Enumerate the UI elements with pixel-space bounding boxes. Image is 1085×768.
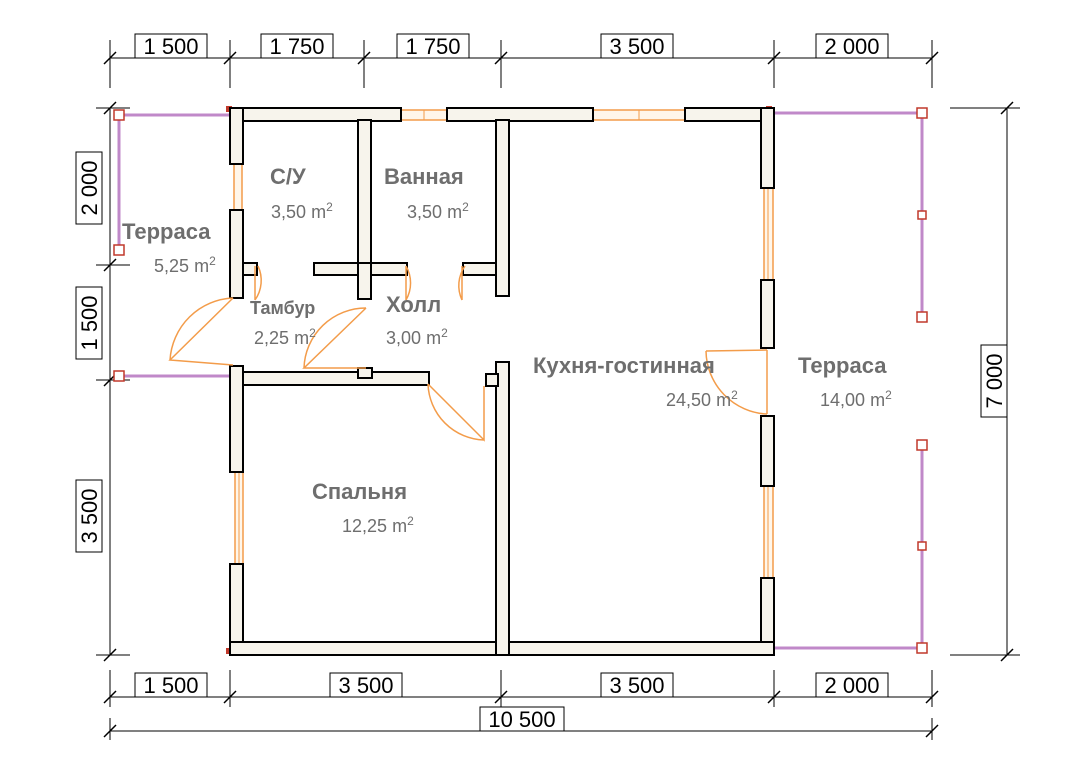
room-hall-area: 3,00 m2 bbox=[386, 326, 448, 348]
dimension-ticks bbox=[103, 51, 1014, 738]
wall-right-1 bbox=[760, 107, 775, 189]
room-terrace-left-name: Терраса bbox=[122, 219, 211, 244]
wall-bedroom-kitchen bbox=[495, 361, 510, 656]
room-hall-name: Холл bbox=[386, 292, 441, 317]
railing-posts bbox=[113, 107, 928, 654]
wall-top-left bbox=[229, 107, 402, 122]
wall-hall-stub bbox=[485, 373, 499, 387]
dimension-label-boxes bbox=[75, 33, 1008, 732]
walls bbox=[229, 107, 775, 656]
door-bath bbox=[405, 265, 412, 301]
room-terrace-right-name: Терраса bbox=[798, 353, 887, 378]
wall-bedroom-top bbox=[242, 371, 430, 386]
wall-bath-kitchen bbox=[495, 119, 510, 297]
dim-total: 10 500 bbox=[488, 707, 555, 732]
dim-left-3: 3 500 bbox=[77, 488, 102, 543]
dim-top-2: 1 750 bbox=[269, 34, 324, 59]
wall-left-3 bbox=[229, 365, 244, 473]
room-bath-area: 3,50 m2 bbox=[407, 200, 469, 222]
wall-left-2 bbox=[229, 209, 244, 299]
dim-right: 7 000 bbox=[982, 353, 1007, 408]
room-terrace-right-area: 14,00 m2 bbox=[820, 388, 892, 410]
door-su bbox=[254, 265, 262, 301]
room-bedroom-name: Спальня bbox=[312, 479, 407, 504]
room-su-area: 3,50 m2 bbox=[271, 200, 333, 222]
room-tambur-area: 2,25 m2 bbox=[254, 326, 316, 348]
room-labels: С/У 3,50 m2 Ванная 3,50 m2 Терраса 5,25 … bbox=[122, 164, 892, 536]
door-tambur-hall bbox=[302, 307, 367, 369]
dim-top-1: 1 500 bbox=[143, 34, 198, 59]
door-entrance bbox=[168, 297, 234, 366]
dim-bottom-4: 2 000 bbox=[824, 673, 879, 698]
wall-su-bath bbox=[357, 119, 372, 277]
wall-left-1 bbox=[229, 107, 244, 165]
dim-bottom-3: 3 500 bbox=[609, 673, 664, 698]
dim-top-4: 3 500 bbox=[609, 34, 664, 59]
door-bath-2 bbox=[458, 265, 466, 301]
room-tambur-name: Тамбур bbox=[250, 298, 315, 318]
room-bedroom-area: 12,25 m2 bbox=[342, 514, 414, 536]
wall-right-2 bbox=[760, 279, 775, 349]
wall-bedroom-top-notch bbox=[357, 367, 373, 379]
room-bath-name: Ванная bbox=[384, 164, 464, 189]
dimension-texts: 1 500 1 750 1 750 3 500 2 000 1 500 3 50… bbox=[77, 34, 1007, 732]
wall-cross-vertical bbox=[357, 262, 372, 300]
doors bbox=[168, 265, 768, 442]
room-su-name: С/У bbox=[270, 164, 306, 189]
dim-left-1: 2 000 bbox=[77, 160, 102, 215]
wall-su-stub bbox=[242, 262, 258, 276]
window-mullions bbox=[238, 110, 769, 578]
room-kitchen-name: Кухня-гостинная bbox=[533, 353, 715, 378]
room-kitchen-area: 24,50 m2 bbox=[666, 388, 738, 410]
dim-top-3: 1 750 bbox=[405, 34, 460, 59]
door-terrace bbox=[705, 349, 768, 415]
window-su bbox=[233, 163, 243, 211]
room-terrace-left-area: 5,25 m2 bbox=[154, 254, 216, 276]
dim-top-5: 2 000 bbox=[824, 34, 879, 59]
dim-bottom-2: 3 500 bbox=[338, 673, 393, 698]
dim-bottom-1: 1 500 bbox=[143, 673, 198, 698]
wall-right-3 bbox=[760, 415, 775, 487]
door-bedroom bbox=[427, 383, 485, 442]
dim-left-2: 1 500 bbox=[77, 295, 102, 350]
wall-top-middle bbox=[446, 107, 594, 122]
